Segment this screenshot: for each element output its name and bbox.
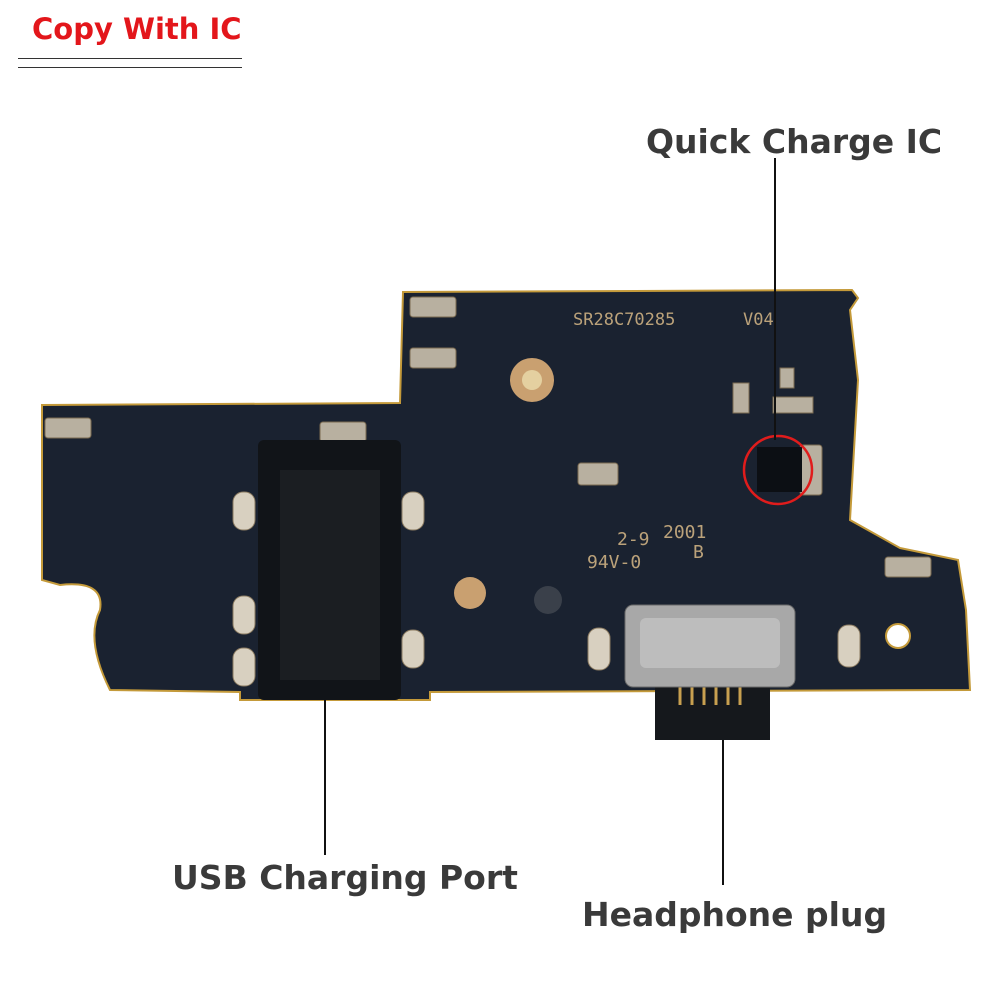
copy-with-ic-title: Copy With IC (32, 12, 242, 46)
headphone-jack (232, 440, 425, 700)
quick-charge-ic-chip (757, 447, 802, 492)
silk-date-code: 2001 (663, 522, 706, 543)
mounting-pad-2 (454, 577, 486, 609)
silk-line1: 2-9 (617, 529, 650, 550)
quick-charge-ic-label: Quick Charge IC (646, 122, 943, 161)
leader-lines (324, 158, 776, 885)
silk-rating: 94V-0 (587, 552, 641, 573)
ic-highlight-circle (742, 434, 814, 506)
usb-c-port (587, 604, 861, 740)
headphone-plug-label: Headphone plug (582, 895, 888, 934)
usb-charging-port-label: USB Charging Port (172, 858, 518, 897)
pcb-board (41, 288, 972, 701)
silk-version: V04 (743, 310, 774, 330)
silk-rev: B (693, 542, 704, 563)
title-underline-2 (18, 67, 242, 68)
silk-part-number: SR28C70285 (573, 310, 675, 330)
title-underline (18, 58, 242, 59)
